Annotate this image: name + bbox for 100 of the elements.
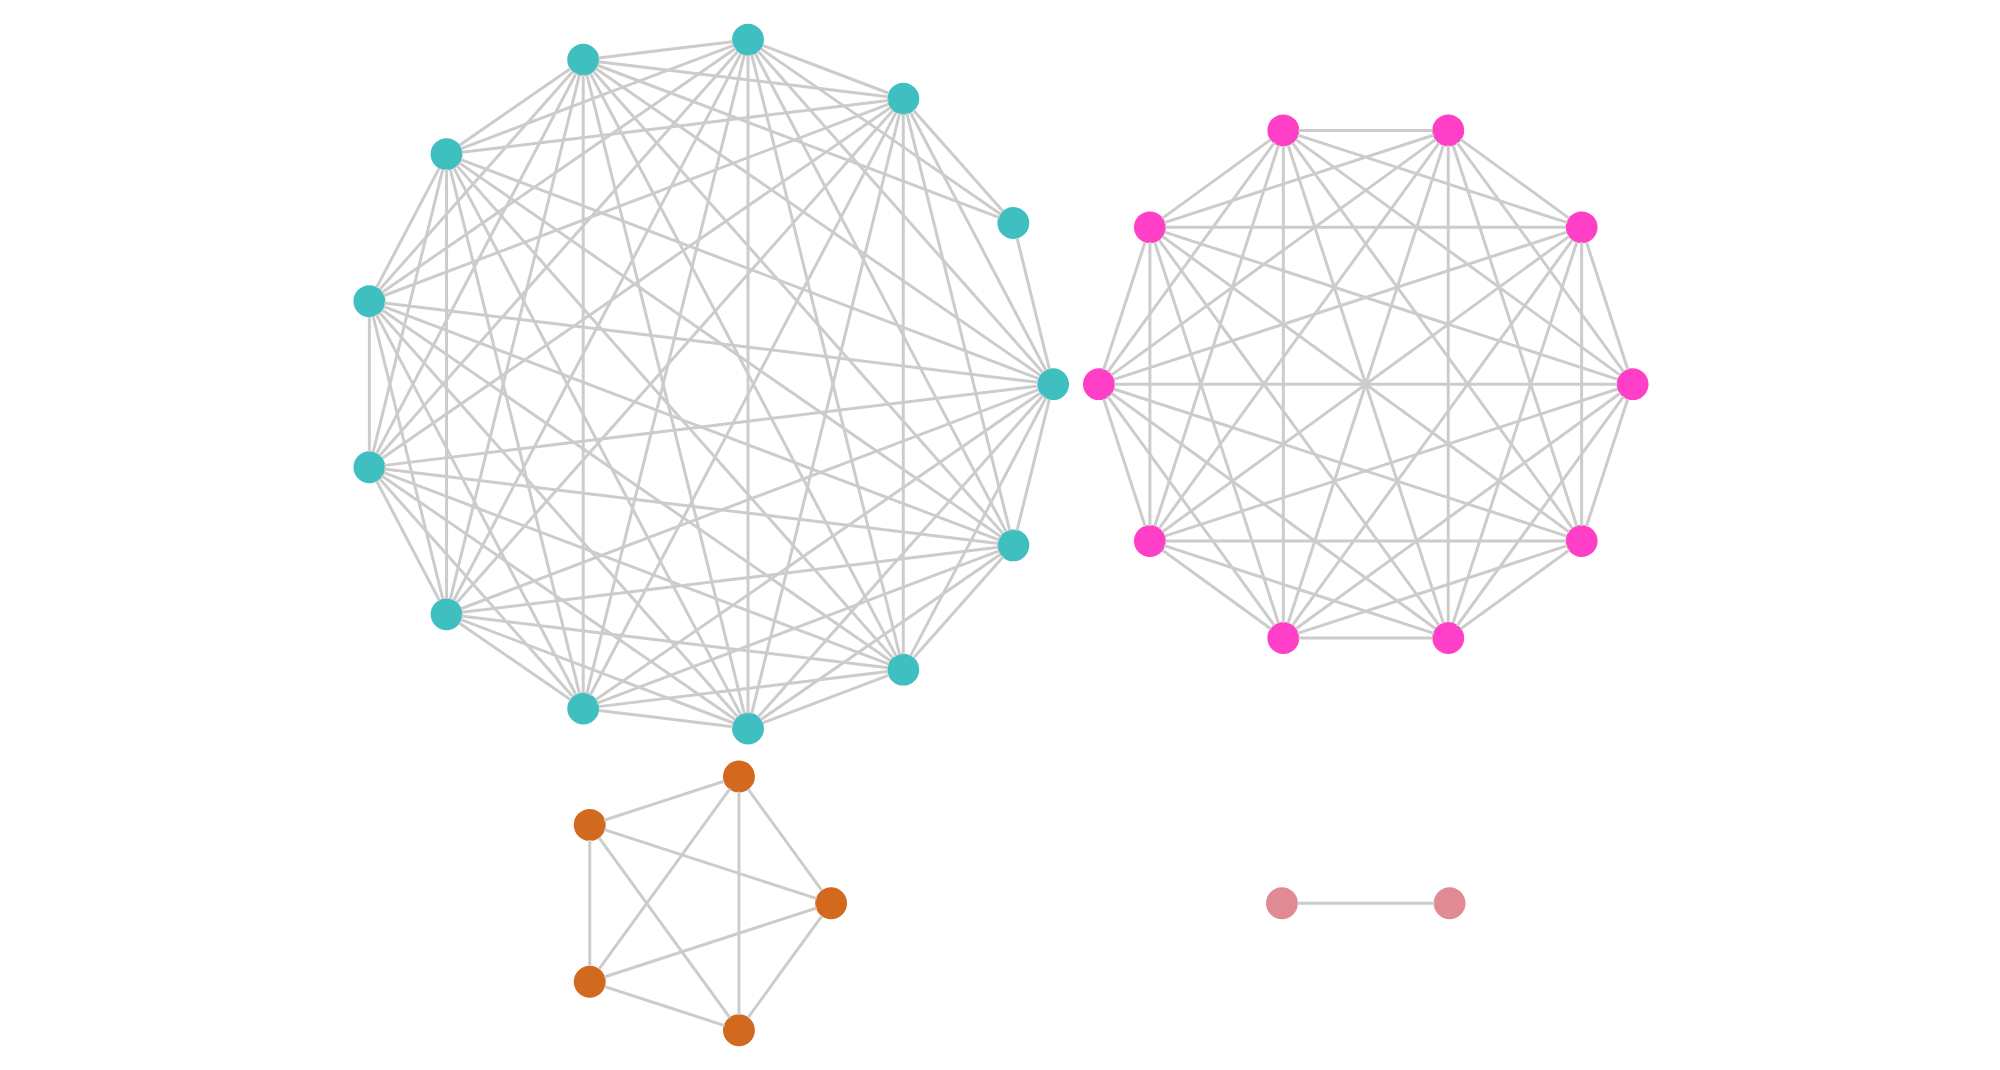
node-circle	[1431, 114, 1464, 147]
connector	[1454, 395, 1624, 627]
node-circle	[572, 808, 605, 841]
connector	[1164, 539, 1566, 543]
connector	[377, 311, 738, 719]
node-circle	[886, 82, 919, 115]
connector	[587, 839, 591, 967]
connector	[451, 52, 742, 602]
connector	[457, 67, 571, 147]
connector	[1163, 387, 1618, 538]
connector	[593, 67, 1041, 377]
connector	[1297, 636, 1432, 640]
connector	[761, 44, 889, 95]
connector	[752, 52, 1007, 533]
connector	[382, 471, 889, 666]
connector	[447, 74, 580, 600]
connector	[1105, 141, 1275, 373]
node-circle	[429, 138, 462, 171]
connector	[596, 787, 731, 970]
node-circle	[731, 712, 763, 745]
connector	[758, 552, 1001, 721]
node-circle	[1036, 368, 1069, 401]
connector	[383, 467, 998, 545]
connector	[1454, 141, 1624, 373]
connector	[1296, 544, 1567, 635]
connector	[459, 158, 1039, 381]
connector	[1296, 901, 1434, 905]
connector	[911, 109, 1003, 213]
connector	[603, 985, 725, 1027]
connector	[1160, 549, 1271, 631]
connector	[580, 74, 584, 694]
connector	[1109, 392, 1436, 630]
node-circle	[721, 760, 754, 793]
connector	[457, 161, 1001, 539]
connector	[1014, 237, 1050, 370]
node-circle	[1132, 211, 1165, 244]
connector	[602, 906, 817, 979]
connector	[1450, 241, 1578, 624]
connector	[380, 106, 891, 460]
connector	[379, 474, 736, 722]
connector	[908, 397, 1047, 657]
connector	[459, 388, 1039, 611]
node-circle	[1265, 887, 1297, 920]
connector	[1112, 230, 1567, 381]
connector	[374, 72, 577, 455]
connector	[904, 112, 1011, 531]
connector	[1156, 239, 1440, 627]
node-circle	[1615, 368, 1648, 401]
connector	[602, 779, 724, 822]
connector	[758, 47, 1001, 216]
node-circle	[566, 692, 599, 725]
connector	[1290, 239, 1573, 627]
node-circle	[572, 965, 605, 998]
connector	[370, 168, 444, 453]
connector	[593, 391, 1041, 702]
connector	[1445, 145, 1449, 623]
node-circle	[1266, 114, 1299, 147]
connector	[1156, 142, 1440, 530]
connector	[1294, 138, 1621, 377]
connector	[736, 791, 740, 1016]
node-circle	[1432, 887, 1465, 920]
connector	[597, 670, 887, 709]
connector	[460, 99, 888, 154]
node-circle	[886, 653, 919, 686]
connector	[382, 305, 999, 542]
connector	[755, 49, 1044, 374]
node-circle	[1564, 211, 1597, 244]
connector	[597, 40, 732, 60]
connector	[374, 480, 440, 602]
connector	[454, 164, 893, 659]
connector	[1280, 146, 1284, 623]
node-circle	[1431, 622, 1464, 654]
connector	[1579, 242, 1583, 526]
connector	[900, 114, 904, 655]
node-circle	[996, 529, 1029, 562]
node-circle	[996, 207, 1029, 239]
connector	[447, 168, 580, 695]
node-circle	[721, 1014, 754, 1047]
connector	[595, 549, 999, 705]
connector	[1152, 144, 1279, 527]
connector	[597, 708, 732, 729]
connector	[1014, 399, 1050, 531]
connector	[377, 70, 574, 291]
connector	[451, 167, 742, 716]
connector	[745, 915, 823, 1019]
connector	[444, 169, 448, 599]
connector	[756, 394, 1044, 719]
connector	[1290, 142, 1573, 530]
connector	[1458, 138, 1569, 220]
connector	[1163, 230, 1618, 381]
node-circle	[566, 43, 599, 76]
connector	[595, 63, 999, 220]
connector	[761, 673, 889, 725]
connector	[460, 545, 998, 614]
connector	[370, 315, 444, 600]
connector	[602, 828, 817, 901]
connector	[377, 50, 738, 457]
connector	[1450, 144, 1578, 527]
connector	[1101, 241, 1146, 371]
connector	[366, 316, 370, 452]
